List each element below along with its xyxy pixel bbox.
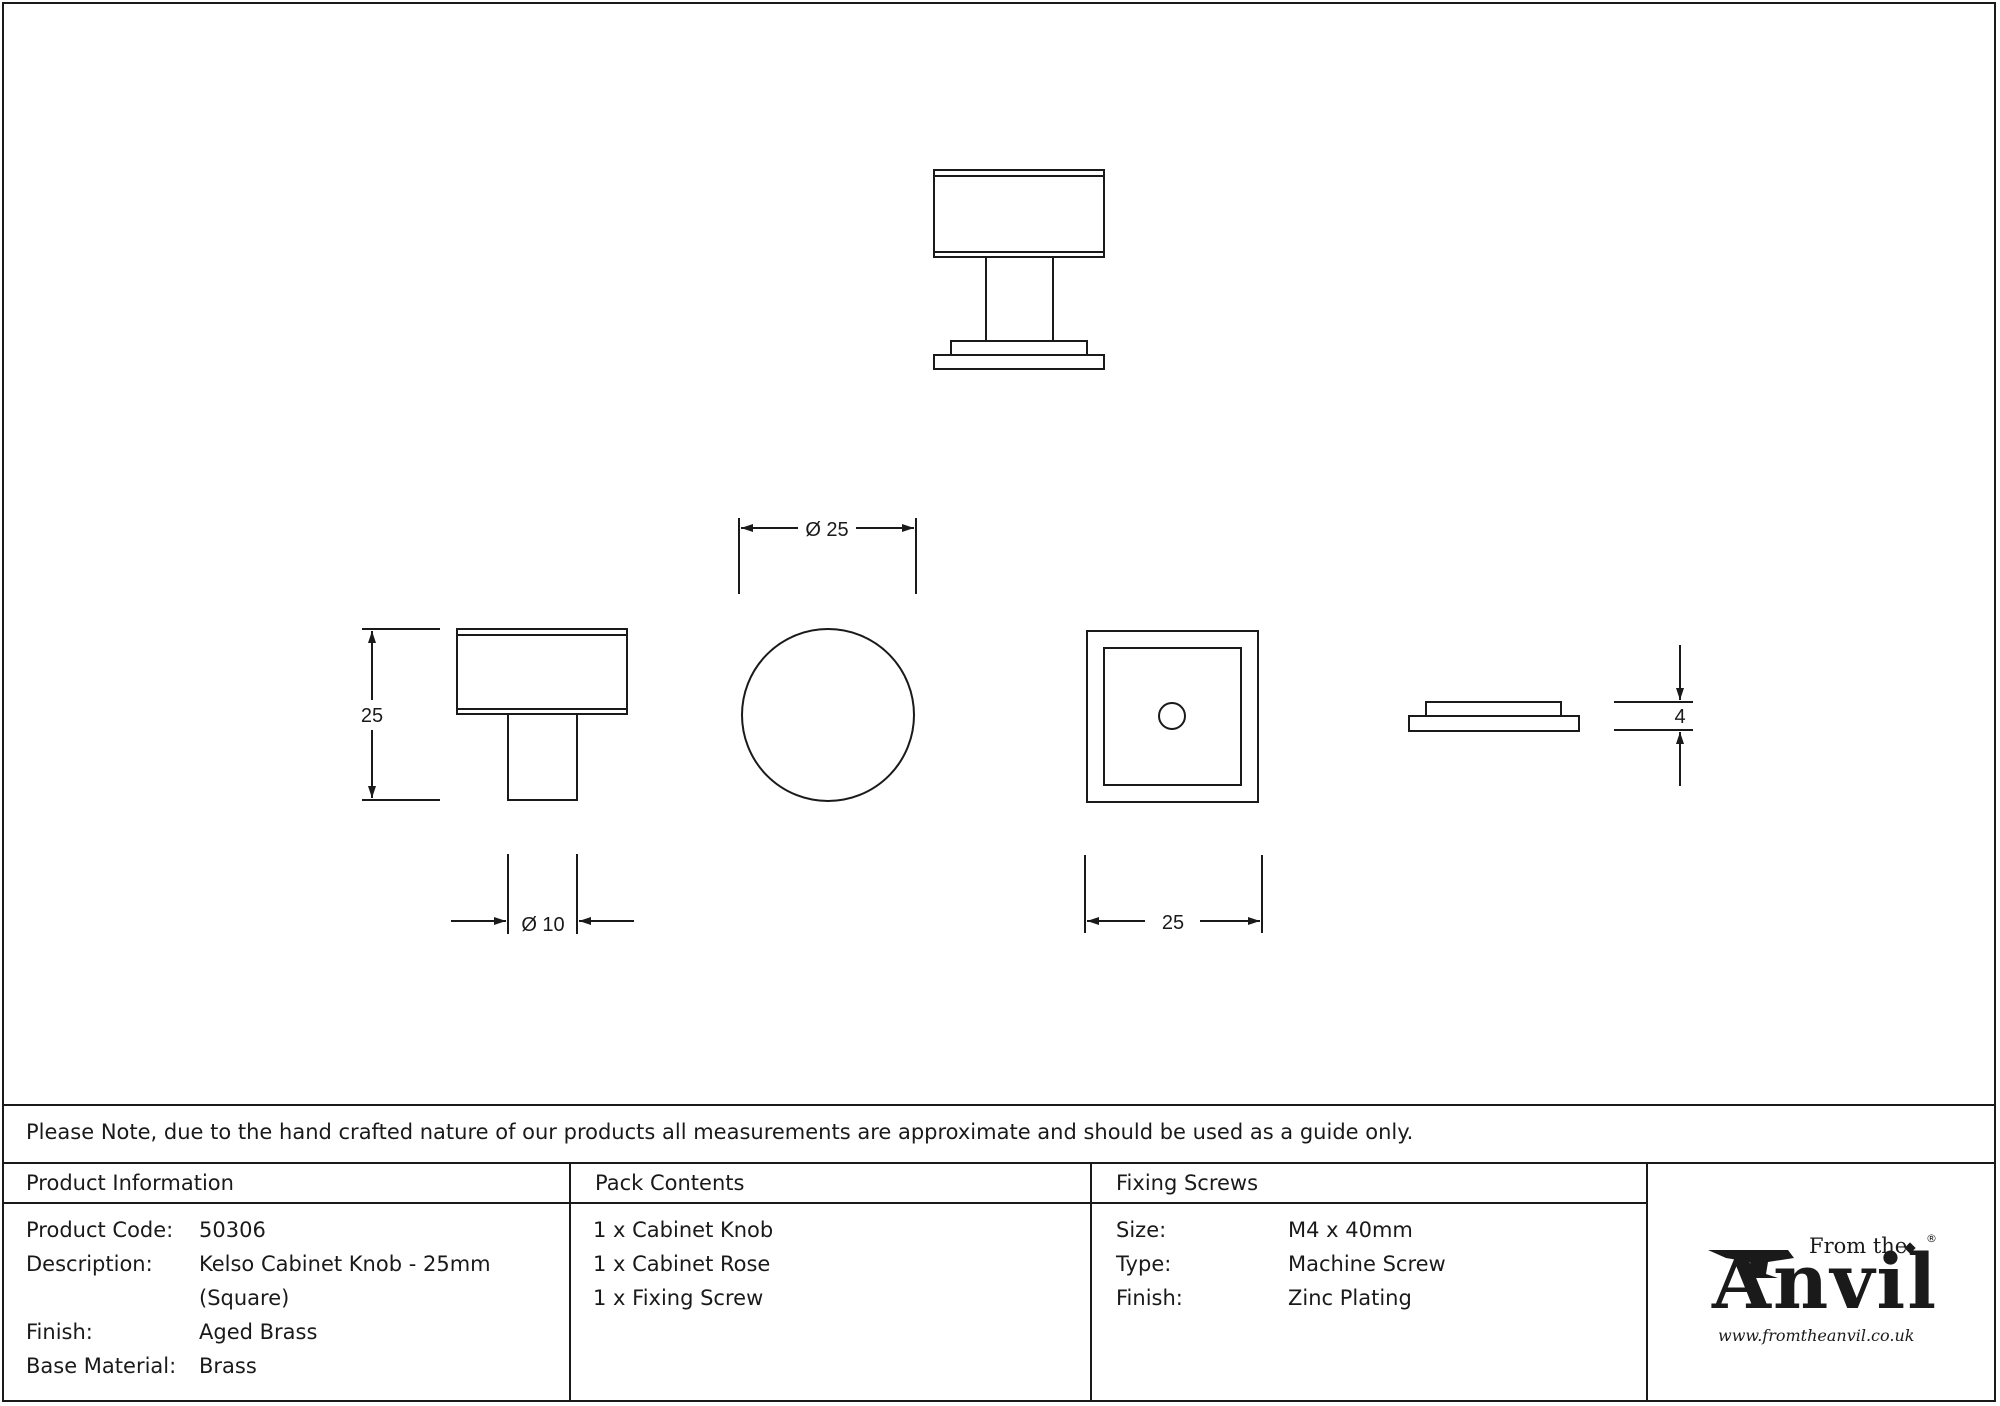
finish-row: Finish: Aged Brass — [2, 1320, 569, 1354]
pack-item: 1 x Cabinet Knob — [593, 1218, 774, 1242]
pack-item: 1 x Cabinet Rose — [593, 1252, 771, 1276]
screw-finish-row: Finish: Zinc Plating — [1092, 1286, 1646, 1320]
logo-anvil-wordmark: Anvil — [1712, 1237, 1939, 1326]
pack-contents-heading: Pack Contents — [571, 1164, 1090, 1204]
screw-type-row: Type: Machine Screw — [1092, 1252, 1646, 1286]
screw-size-row: Size: M4 x 40mm — [1092, 1218, 1646, 1252]
product-information-panel: Product Information Product Code: 50306 … — [2, 1164, 571, 1402]
description-continuation-row: (Square) — [2, 1286, 569, 1320]
knob-front-view — [741, 628, 915, 802]
knob-diameter-dimension — [738, 518, 917, 594]
knob-height-dimension — [362, 628, 440, 801]
screw-value: Machine Screw — [1288, 1252, 1446, 1276]
logo-from-the: From the — [1809, 1234, 1908, 1258]
screw-value: Zinc Plating — [1288, 1286, 1412, 1310]
rose-width-label: 25 — [1162, 912, 1184, 934]
info-value: Aged Brass — [199, 1320, 318, 1344]
pack-contents-panel: Pack Contents 1 x Cabinet Knob 1 x Cabin… — [571, 1164, 1092, 1402]
info-key: Product Code: — [26, 1218, 174, 1242]
product-code-row: Product Code: 50306 — [2, 1218, 569, 1252]
anvil-icon — [1708, 1250, 1794, 1278]
info-value: Kelso Cabinet Knob - 25mm — [199, 1252, 491, 1276]
pack-item: 1 x Fixing Screw — [593, 1286, 764, 1310]
info-key: Base Material: — [26, 1354, 177, 1378]
rose-top-view — [1086, 630, 1259, 803]
info-key: Finish: — [26, 1320, 93, 1344]
rose-thickness-dimension — [1614, 645, 1693, 786]
screw-key: Finish: — [1116, 1286, 1183, 1310]
stem-diameter-dimension — [451, 854, 634, 934]
measurement-note: Please Note, due to the hand crafted nat… — [26, 1120, 1414, 1144]
fixing-screws-heading: Fixing Screws — [1092, 1164, 1646, 1204]
screw-key: Size: — [1116, 1218, 1167, 1242]
fixing-screws-panel: Fixing Screws Size: M4 x 40mm Type: Mach… — [1092, 1164, 1648, 1402]
rose-width-dimension — [1084, 855, 1263, 933]
logo-url: www.fromtheanvil.co.uk — [1718, 1326, 1915, 1345]
logo-panel: From the ® Anvil www.fromtheanvil.co.uk — [1648, 1164, 1996, 1402]
top-knob-side-view — [933, 169, 1105, 370]
knob-diameter-label: Ø 25 — [805, 519, 848, 541]
info-value: (Square) — [199, 1286, 290, 1310]
technical-drawing: 25 Ø 10 Ø 25 25 4 — [361, 169, 1693, 936]
product-information-heading: Product Information — [2, 1164, 569, 1204]
from-the-anvil-logo: From the ® Anvil www.fromtheanvil.co.uk — [1708, 1232, 1958, 1354]
base-material-row: Base Material: Brass — [2, 1354, 569, 1388]
info-key: Description: — [26, 1252, 153, 1276]
description-row: Description: Kelso Cabinet Knob - 25mm — [2, 1252, 569, 1286]
screw-value: M4 x 40mm — [1288, 1218, 1413, 1242]
screw-key: Type: — [1116, 1252, 1172, 1276]
info-value: Brass — [199, 1354, 257, 1378]
knob-side-view — [456, 628, 628, 801]
knob-height-label: 25 — [361, 705, 383, 727]
registered-mark: ® — [1926, 1232, 1937, 1245]
rose-thickness-label: 4 — [1674, 706, 1685, 728]
stem-diameter-label: Ø 10 — [521, 914, 564, 936]
measurement-note-row: Please Note, due to the hand crafted nat… — [2, 1104, 1996, 1164]
info-value: 50306 — [199, 1218, 266, 1242]
rose-side-view — [1408, 701, 1580, 732]
